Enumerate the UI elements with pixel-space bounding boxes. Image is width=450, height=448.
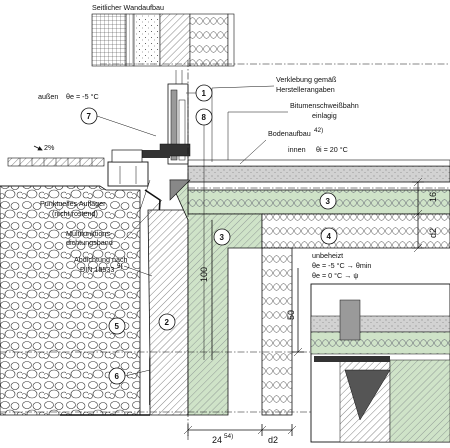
inset-dots-layer (133, 13, 161, 67)
svg-text:50: 50 (286, 310, 296, 320)
insulation-green-under (187, 189, 450, 215)
label-bodenaufbau: Bodenaufbau (268, 129, 311, 138)
svg-text:5: 5 (115, 322, 120, 331)
svg-text:7: 7 (87, 112, 92, 121)
inset-detail-right (310, 283, 450, 443)
marker-7: 7 (80, 107, 157, 137)
label-multi-1: Multifunktions- (66, 229, 113, 238)
marker-2: 2 (158, 313, 176, 331)
inset-hatch-layer (159, 13, 191, 67)
label-verklebung-2: Herstellerangaben (276, 85, 335, 94)
insulation-white-right (261, 213, 450, 249)
inset-wall-section: Seitlicher Wandaufbau (91, 3, 235, 67)
label-slope: 2% (44, 143, 55, 152)
svg-text:3: 3 (326, 197, 331, 206)
floor-topping (187, 159, 450, 167)
label-bitumen-2: einlagig (312, 111, 337, 120)
label-theta-u1: θe = -5 °C → θmin (312, 261, 371, 270)
basement-wall-hatched (147, 209, 189, 416)
marker-8: 8 (195, 108, 213, 360)
dimension-bottom: 24 54) d2 (183, 424, 297, 445)
marker-6: 6 (108, 367, 151, 385)
inset-vhatch-layer (125, 13, 135, 67)
marker-3-top: 3 (319, 192, 337, 210)
inset-title: Seitlicher Wandaufbau (92, 3, 164, 12)
marker-1: 1 (186, 84, 213, 102)
inset-board-layer (227, 13, 235, 67)
svg-text:8: 8 (202, 113, 207, 122)
leader-lines (123, 85, 288, 277)
svg-text:6: 6 (115, 372, 120, 381)
label-abdichtung-sup: 5) (117, 263, 123, 270)
label-theta-e-outside: θe = -5 °C (66, 92, 99, 101)
dim-16: 16 (428, 192, 438, 202)
dim-24-sup: 54) (224, 433, 233, 440)
insulation-white-vertical (261, 247, 293, 416)
dimension-100: 100 (199, 220, 213, 360)
svg-text:100: 100 (199, 267, 209, 282)
label-punktuelles-2: (nicht rostend) (52, 209, 98, 218)
marker-5: 5 (108, 317, 126, 335)
label-innen: innen (288, 145, 306, 154)
label-verklebung-1: Verklebung gemäß (276, 75, 337, 84)
svg-text:2: 2 (165, 318, 170, 327)
paving-slabs (7, 157, 105, 167)
svg-text:1: 1 (202, 89, 207, 98)
dim-d2-right: d2 (428, 228, 438, 238)
insulation-green-wall (169, 179, 263, 416)
dim-d2-bottom: d2 (268, 435, 278, 445)
corner-fillet (169, 179, 191, 201)
window-frame (159, 70, 191, 165)
label-bodenaufbau-sup: 42) (314, 127, 323, 134)
marker-3-left: 3 (213, 228, 231, 246)
label-multi-2: dichtungsband (66, 238, 113, 247)
point-support (107, 161, 149, 187)
label-abdichtung-2: DIN 18533 (80, 265, 114, 274)
label-bitumen-1: Bitumenschweißbahn (290, 101, 359, 110)
dim-24: 24 (212, 435, 222, 445)
inset-grid-layer (91, 13, 127, 67)
svg-text:3: 3 (220, 233, 225, 242)
label-punktuelles-1: Punktuelles Auflager (40, 199, 106, 208)
label-unbeheizt: unbeheizt (312, 251, 343, 260)
label-abdichtung-1: Abdichtung nach (74, 255, 128, 264)
floor-screed (187, 165, 450, 183)
marker-4: 4 (320, 227, 338, 245)
svg-text:4: 4 (327, 232, 332, 241)
label-theta-u2: θe = 0 °C → ψ (312, 271, 359, 280)
dimension-50: 50 (286, 268, 304, 357)
label-aussen: außen (38, 92, 58, 101)
dimension-right: 16 d2 (412, 177, 438, 253)
inset-insulation-layer (189, 13, 229, 67)
label-theta-i: θi = 20 °C (316, 145, 348, 154)
drain-box (111, 149, 143, 163)
